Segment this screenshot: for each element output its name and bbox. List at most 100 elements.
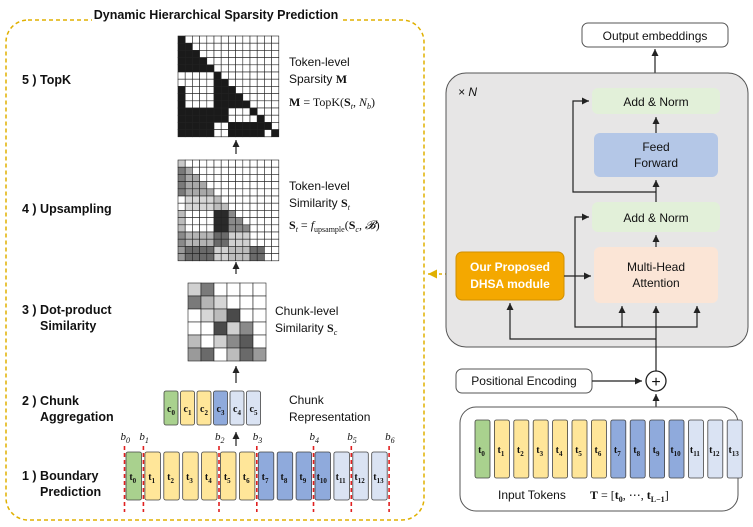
matrix-cell [200, 295, 215, 310]
matrix-cell [213, 308, 228, 323]
matrix-cell [235, 71, 244, 80]
matrix-cell [206, 129, 215, 138]
matrix-cell [256, 217, 265, 226]
matrix-cell [271, 35, 280, 44]
token-label: t0 [129, 472, 136, 485]
matrix-cell [206, 64, 215, 73]
matrix-cell [184, 114, 193, 123]
matrix-cell [235, 114, 244, 123]
token-label: t1 [497, 445, 504, 458]
matrix-cell [192, 224, 200, 233]
matrix-cell [184, 86, 193, 94]
matrix-cell [177, 114, 186, 123]
matrix-cell [220, 238, 229, 247]
matrix-cell [213, 231, 222, 240]
token-box [610, 419, 627, 479]
matrix-cell [256, 188, 265, 197]
chunk-box [180, 390, 195, 426]
matrix-cell [264, 253, 272, 262]
matrix-cell [242, 174, 251, 182]
matrix-cell [213, 238, 222, 247]
matrix-cell [235, 238, 244, 247]
mha-input-v [656, 306, 701, 328]
matrix-cell [242, 246, 251, 254]
token-label: t6 [594, 445, 601, 458]
token-label: t8 [633, 445, 640, 458]
matrix-cell [242, 181, 251, 190]
matrix-cell [249, 253, 258, 262]
matrix-cell [199, 129, 208, 138]
token-box [276, 451, 294, 501]
matrix-cell [249, 35, 258, 44]
matrix-cell [199, 217, 208, 226]
matrix-cell [220, 174, 229, 182]
matrix-cell [184, 238, 193, 247]
matrix-cell [252, 334, 267, 349]
matrix-cell [206, 107, 215, 116]
matrix-cell [199, 57, 208, 66]
matrix-cell [199, 238, 208, 247]
matrix-cell [213, 195, 222, 204]
matrix-cell [184, 224, 193, 233]
matrix-cell [242, 188, 251, 197]
input-tokens-label: Input Tokens [498, 488, 566, 502]
matrix-cell [256, 181, 265, 190]
matrix-cell [256, 246, 265, 254]
matrix-cell [235, 35, 244, 44]
matrix-cell [177, 122, 186, 130]
matrix-cell [228, 159, 236, 168]
step-label-dot-product-2: Similarity [40, 319, 96, 333]
matrix-cell [249, 57, 258, 66]
matrix-cell [192, 217, 200, 226]
matrix-cell [192, 107, 200, 116]
matrix-cell [206, 202, 215, 211]
matrix-cell [177, 238, 186, 247]
matrix-cell [228, 224, 236, 233]
matrix-cell [271, 57, 280, 66]
matrix-cell [213, 202, 222, 211]
token-box [220, 451, 237, 501]
matrix-cell [235, 122, 244, 130]
matrix-cell [264, 114, 272, 123]
matrix-cell [177, 202, 186, 211]
matrix-cell [177, 42, 186, 51]
matrix-cell [242, 202, 251, 211]
matrix-cell [177, 107, 186, 116]
matrix-cell [213, 347, 228, 362]
matrix-cell [184, 93, 193, 102]
matrix-cell [235, 166, 244, 175]
matrix-cell [184, 100, 193, 109]
matrix-cell [213, 188, 222, 197]
token-box [493, 419, 510, 479]
matrix-cell [249, 114, 258, 123]
matrix-cell [235, 78, 244, 87]
matrix-cell [184, 217, 193, 226]
matrix-cell [228, 174, 236, 182]
matrix-cell [252, 282, 267, 297]
matrix-cell [177, 217, 186, 226]
matrix-cell [256, 50, 265, 58]
step-label-boundary-2: Prediction [40, 485, 101, 499]
matrix-cell [235, 100, 244, 109]
matrix-cell [228, 253, 236, 262]
matrix-cell [199, 188, 208, 197]
matrix-cell [213, 35, 222, 44]
matrix-cell [192, 210, 200, 218]
matrix-cell [256, 195, 265, 204]
step-label-chunk-2: Aggregation [40, 410, 114, 424]
matrix-cell [192, 188, 200, 197]
matrix-cell [199, 122, 208, 130]
residual-top [572, 97, 656, 193]
step-label-dot-product: 3 ) Dot-product [22, 303, 112, 317]
token-box [257, 451, 275, 501]
matrix-cell [177, 86, 186, 94]
matrix-cell [192, 42, 200, 51]
matrix-cell [271, 181, 280, 190]
matrix-cell [252, 347, 267, 362]
matrix-cell [220, 224, 229, 233]
matrix-cell [177, 188, 186, 197]
matrix-cell [206, 246, 215, 254]
token-box [474, 419, 491, 479]
matrix-cell [200, 347, 215, 362]
matrix-cell [228, 107, 236, 116]
